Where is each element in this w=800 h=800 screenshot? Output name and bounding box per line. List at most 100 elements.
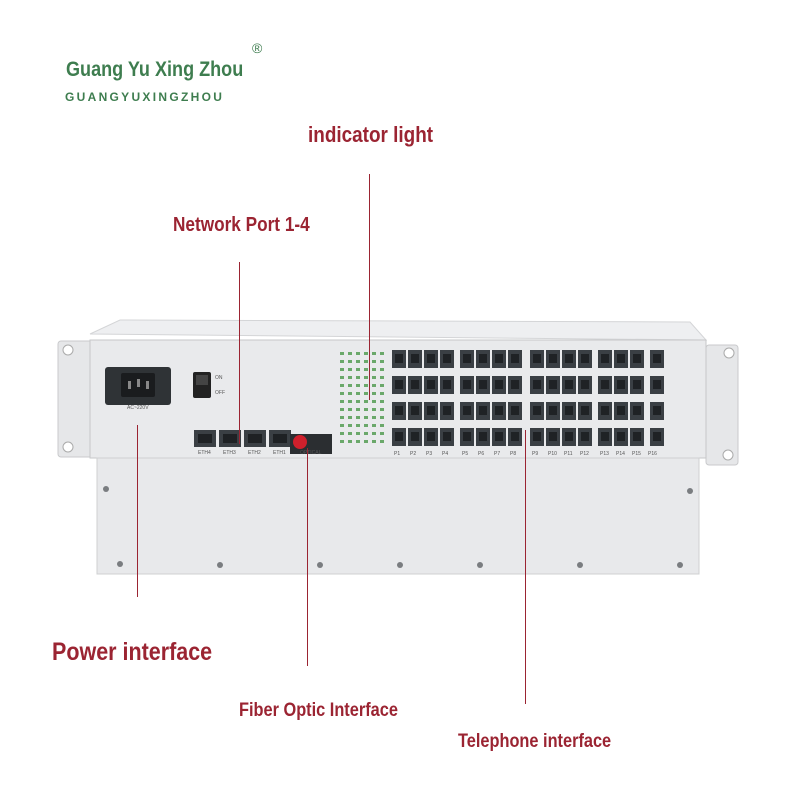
eth-label: ETH2: [248, 450, 261, 456]
telephone-port-jack: [395, 432, 403, 441]
telephone-port-jack: [653, 406, 661, 415]
telephone-port-jack: [511, 354, 519, 363]
indicator-led: [356, 424, 360, 427]
socket-pin: [128, 381, 131, 389]
power-rating-label: AC~220V: [127, 405, 149, 411]
indicator-led: [364, 424, 368, 427]
indicator-led: [372, 392, 376, 395]
switch-off-label: OFF: [215, 390, 225, 396]
telephone-port-jack: [411, 406, 419, 415]
indicator-led: [348, 432, 352, 435]
indicator-led: [348, 440, 352, 443]
telephone-port-jack: [653, 380, 661, 389]
indicator-led: [372, 360, 376, 363]
indicator-led: [372, 368, 376, 371]
indicator-led: [348, 352, 352, 355]
indicator-led: [356, 368, 360, 371]
indicator-led: [340, 376, 344, 379]
indicator-led: [372, 352, 376, 355]
socket-pin: [137, 379, 140, 387]
telephone-port-jack: [617, 432, 625, 441]
indicator-led: [364, 384, 368, 387]
port-number-label: P1: [394, 451, 401, 457]
fiber-dust-cap: [293, 435, 307, 449]
port-number-label: P5: [462, 451, 469, 457]
indicator-led: [380, 360, 384, 363]
screw: [103, 486, 109, 492]
port-number-label: P13: [600, 451, 609, 457]
indicator-led: [348, 384, 352, 387]
ear-hole: [62, 344, 74, 356]
telephone-port-jack: [495, 432, 503, 441]
indicator-led: [364, 416, 368, 419]
brand-subname: GUANGYUXINGZHOU: [65, 90, 225, 104]
telephone-port-jack: [443, 406, 451, 415]
port-number-label: P2: [410, 451, 417, 457]
telephone-port-jack: [617, 380, 625, 389]
telephone-port-jack: [565, 354, 573, 363]
telephone-port-jack: [511, 380, 519, 389]
telephone-port-jack: [479, 380, 487, 389]
telephone-port-jack: [549, 380, 557, 389]
indicator-led: [356, 352, 360, 355]
indicator-led: [372, 424, 376, 427]
indicator-led: [364, 352, 368, 355]
port-number-label: P10: [548, 451, 557, 457]
telephone-leader-line: [525, 430, 527, 704]
telephone-port-jack: [443, 432, 451, 441]
telephone-port-jack: [479, 406, 487, 415]
telephone-port-jack: [549, 354, 557, 363]
indicator-led-grid: [340, 352, 384, 443]
telephone-port-jack: [549, 406, 557, 415]
left-rack-ear: [57, 340, 95, 458]
indicator-led: [364, 368, 368, 371]
indicator-led: [372, 384, 376, 387]
telephone-port-jack: [633, 406, 641, 415]
indicator-led: [340, 392, 344, 395]
indicator-led: [380, 376, 384, 379]
indicator-led: [356, 360, 360, 363]
indicator-led: [356, 432, 360, 435]
indicator-led: [380, 352, 384, 355]
telephone-port-jack: [533, 406, 541, 415]
telephone-port-jack: [511, 432, 519, 441]
fiber-optic-callout: Fiber Optic Interface: [239, 700, 398, 721]
telephone-port-jack: [533, 354, 541, 363]
indicator-led: [340, 432, 344, 435]
indicator-led: [380, 408, 384, 411]
telephone-port-jack: [443, 380, 451, 389]
telephone-interface-callout: Telephone interface: [458, 731, 612, 752]
indicator-led: [380, 392, 384, 395]
telephone-port-jack: [601, 406, 609, 415]
indicator-led: [380, 400, 384, 403]
indicator-led: [356, 384, 360, 387]
optical-label: OPTICAL: [300, 450, 322, 456]
indicator-led: [380, 440, 384, 443]
indicator-led: [372, 416, 376, 419]
telephone-port-jack: [633, 354, 641, 363]
indicator-led: [380, 432, 384, 435]
telephone-port-jack: [427, 354, 435, 363]
telephone-port-jack: [411, 354, 419, 363]
indicator-led: [364, 432, 368, 435]
indicator-led: [348, 392, 352, 395]
indicator-led: [340, 440, 344, 443]
port-number-label: P16: [648, 451, 657, 457]
telephone-port-jack: [581, 380, 589, 389]
indicator-led: [356, 440, 360, 443]
indicator-leader-line: [369, 174, 371, 400]
telephone-port-jack: [633, 432, 641, 441]
screw: [117, 561, 123, 567]
telephone-port-jack: [463, 432, 471, 441]
power-leader-line: [137, 425, 139, 597]
telephone-port-jack: [653, 354, 661, 363]
telephone-port-jack: [533, 380, 541, 389]
telephone-port-jack: [565, 432, 573, 441]
indicator-led: [372, 408, 376, 411]
ear-hole: [722, 449, 734, 461]
telephone-port-jack: [427, 380, 435, 389]
indicator-led: [340, 400, 344, 403]
telephone-port-jack: [581, 432, 589, 441]
indicator-led: [348, 424, 352, 427]
